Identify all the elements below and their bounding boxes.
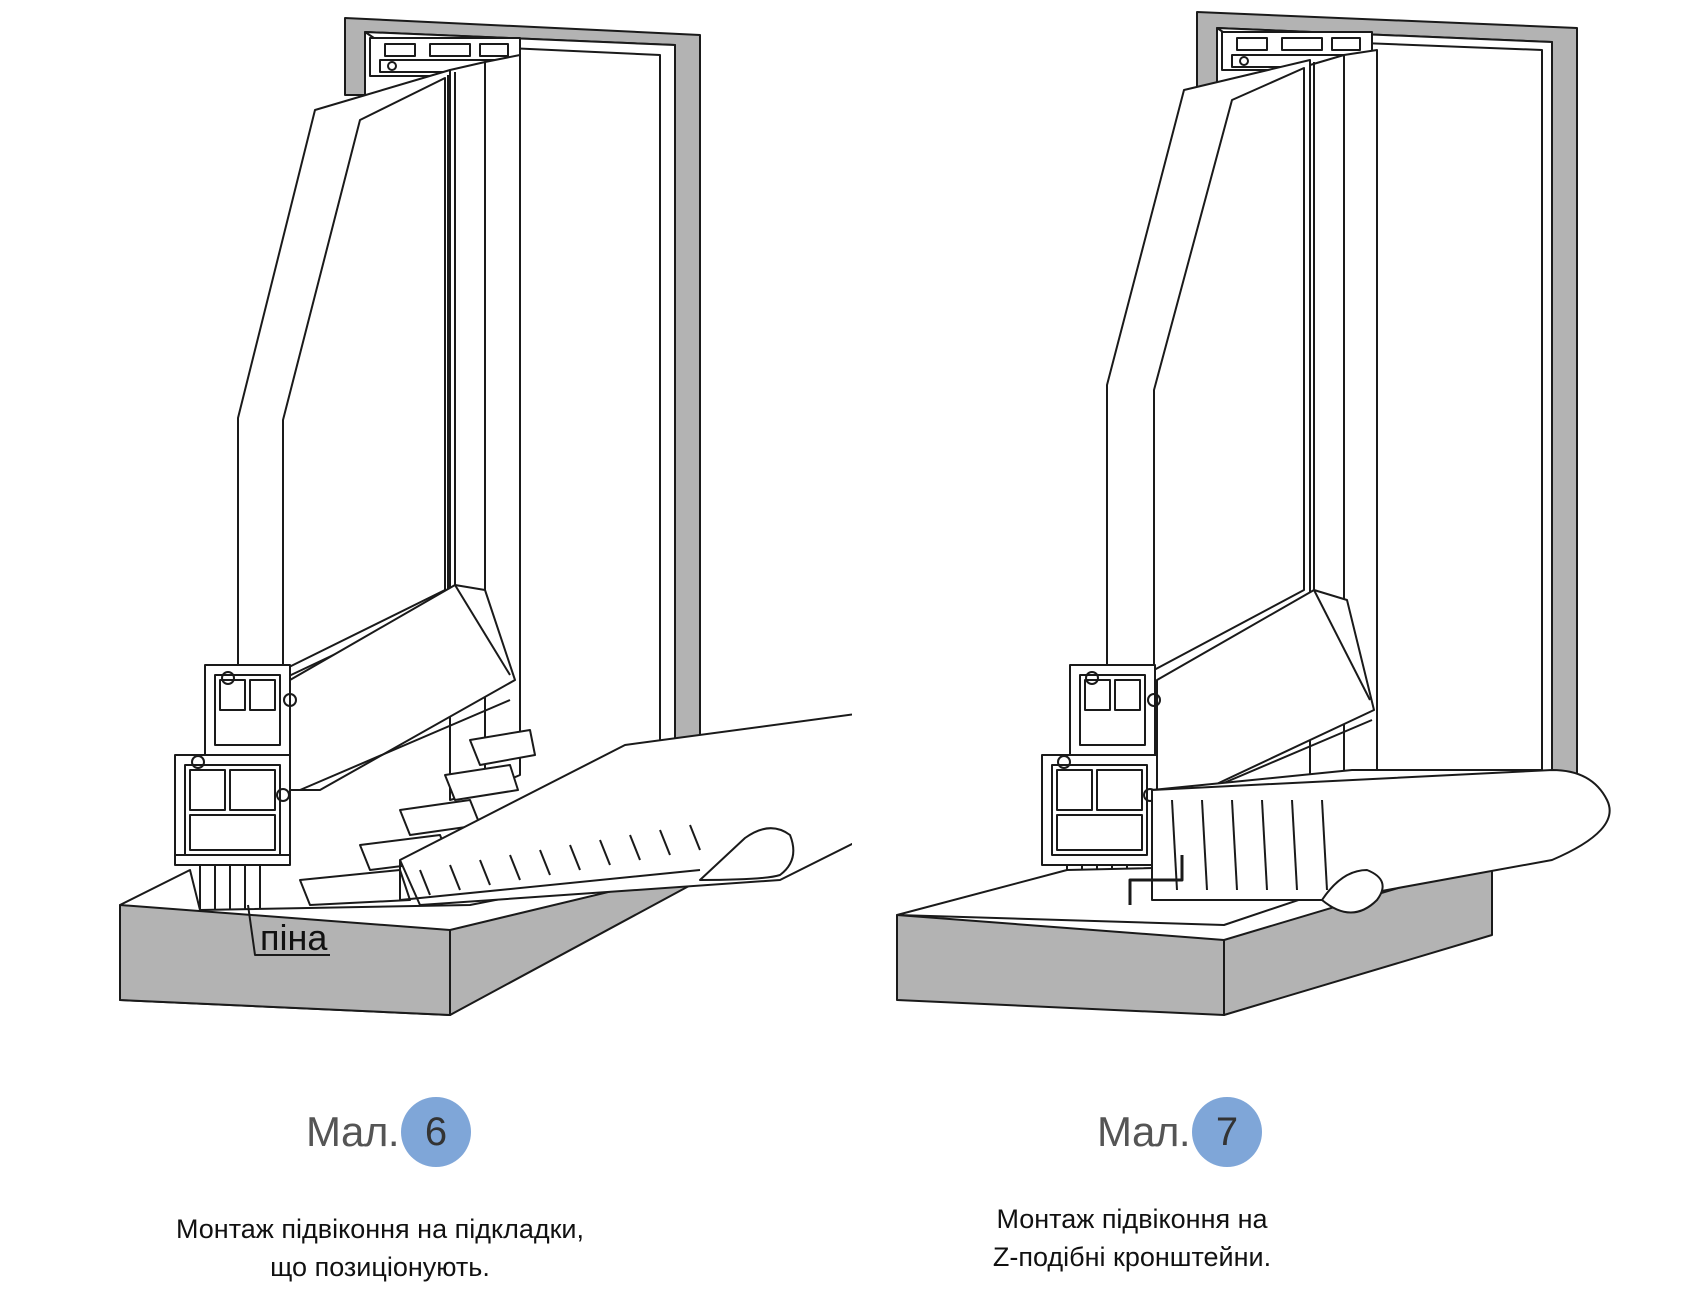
top-frame-profile bbox=[369, 37, 521, 77]
figure-description: Монтаж підвіконня на підкладки, що позиц… bbox=[100, 1210, 660, 1286]
window-sill-brackets-drawing bbox=[896, 11, 1611, 1016]
figure-number-badge: 6 bbox=[401, 1097, 471, 1167]
description-line-1: Монтаж підвіконня на bbox=[996, 1204, 1268, 1234]
figure-number-badge: 7 bbox=[1192, 1097, 1262, 1167]
glass-pane-inner bbox=[282, 77, 446, 671]
figure-label: Мал. bbox=[306, 1108, 400, 1155]
sill-nose bbox=[699, 827, 795, 881]
sill-ribs bbox=[1171, 799, 1328, 891]
figure-description: Монтаж підвіконня на Z-подібні кронштейн… bbox=[892, 1200, 1372, 1276]
foam-leader-line bbox=[247, 904, 330, 956]
z-bracket bbox=[1128, 855, 1184, 905]
sill-ribs bbox=[419, 824, 701, 896]
description-line-2: що позиціонують. bbox=[270, 1252, 490, 1282]
figure-7: Мал. 7 Монтаж підвіконня на Z-подібні кр… bbox=[852, 0, 1704, 1304]
description-line-1: Монтаж підвіконня на підкладки, bbox=[176, 1214, 584, 1244]
glass-pane-inner bbox=[1153, 67, 1305, 671]
foam-label: піна bbox=[260, 917, 328, 958]
figure-caption: Мал. 6 bbox=[306, 1092, 471, 1172]
figure-6: піна Мал. 6 Монтаж підвіконня на підклад… bbox=[100, 17, 852, 1286]
masonry-front bbox=[896, 914, 1225, 1016]
description-line-2: Z-подібні кронштейни. bbox=[992, 1242, 1272, 1272]
frame-cross-section bbox=[1041, 664, 1161, 911]
window-sill-pads-drawing: піна bbox=[119, 17, 852, 1016]
figure-label: Мал. bbox=[1097, 1108, 1191, 1155]
figure-caption: Мал. 7 bbox=[1097, 1092, 1262, 1172]
sill-nose bbox=[1321, 869, 1384, 914]
frame-cross-section bbox=[174, 664, 297, 911]
